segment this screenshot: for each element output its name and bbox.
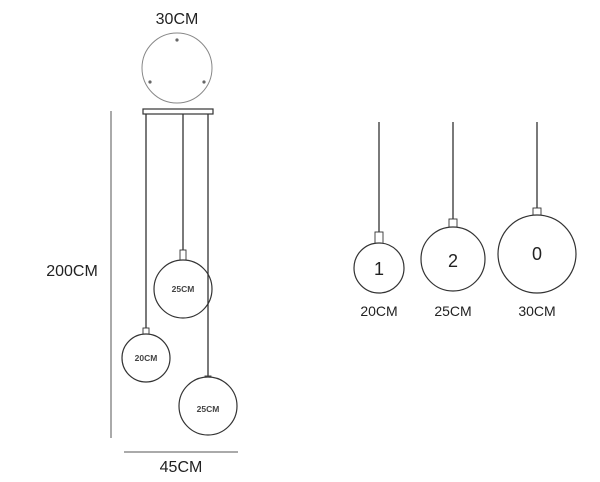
- lamp-globe: [353, 242, 405, 294]
- canopy-diameter-label: 30CM: [156, 11, 199, 28]
- globe-size-label: 20CM: [135, 353, 158, 363]
- globe: [153, 259, 213, 319]
- width-label: 45CM: [160, 459, 203, 476]
- height-label: 200CM: [46, 263, 98, 280]
- lamp-number: 0: [532, 244, 542, 264]
- canopy-screw-hole: [148, 80, 152, 84]
- lamp-size-label: 25CM: [434, 303, 471, 319]
- lamp-size-label: 30CM: [518, 303, 555, 319]
- lamp-20cm: 1 20CM: [353, 122, 405, 319]
- globe-size-label: 25CM: [197, 404, 220, 414]
- ceiling-bar: [142, 108, 214, 115]
- lamp-number: 1: [374, 259, 384, 279]
- lamp-size-label: 20CM: [360, 303, 397, 319]
- pendant-left-20cm: 20CM: [121, 114, 171, 383]
- globe: [121, 333, 171, 383]
- pendant-lower-25cm: 25CM: [178, 114, 238, 436]
- lamp-30cm: 0 30CM: [497, 122, 577, 319]
- canopy-screw-hole: [175, 38, 179, 42]
- lamp-number: 2: [448, 251, 458, 271]
- canopy-plate: [141, 32, 213, 104]
- globe-size-label: 25CM: [172, 284, 195, 294]
- pendant-upper-25cm: 25CM: [153, 114, 213, 319]
- lamp-globe: [497, 214, 577, 294]
- lamp-globe: [420, 226, 486, 292]
- lamp-25cm: 2 25CM: [420, 122, 486, 319]
- globe: [178, 376, 238, 436]
- canopy-screw-hole: [202, 80, 206, 84]
